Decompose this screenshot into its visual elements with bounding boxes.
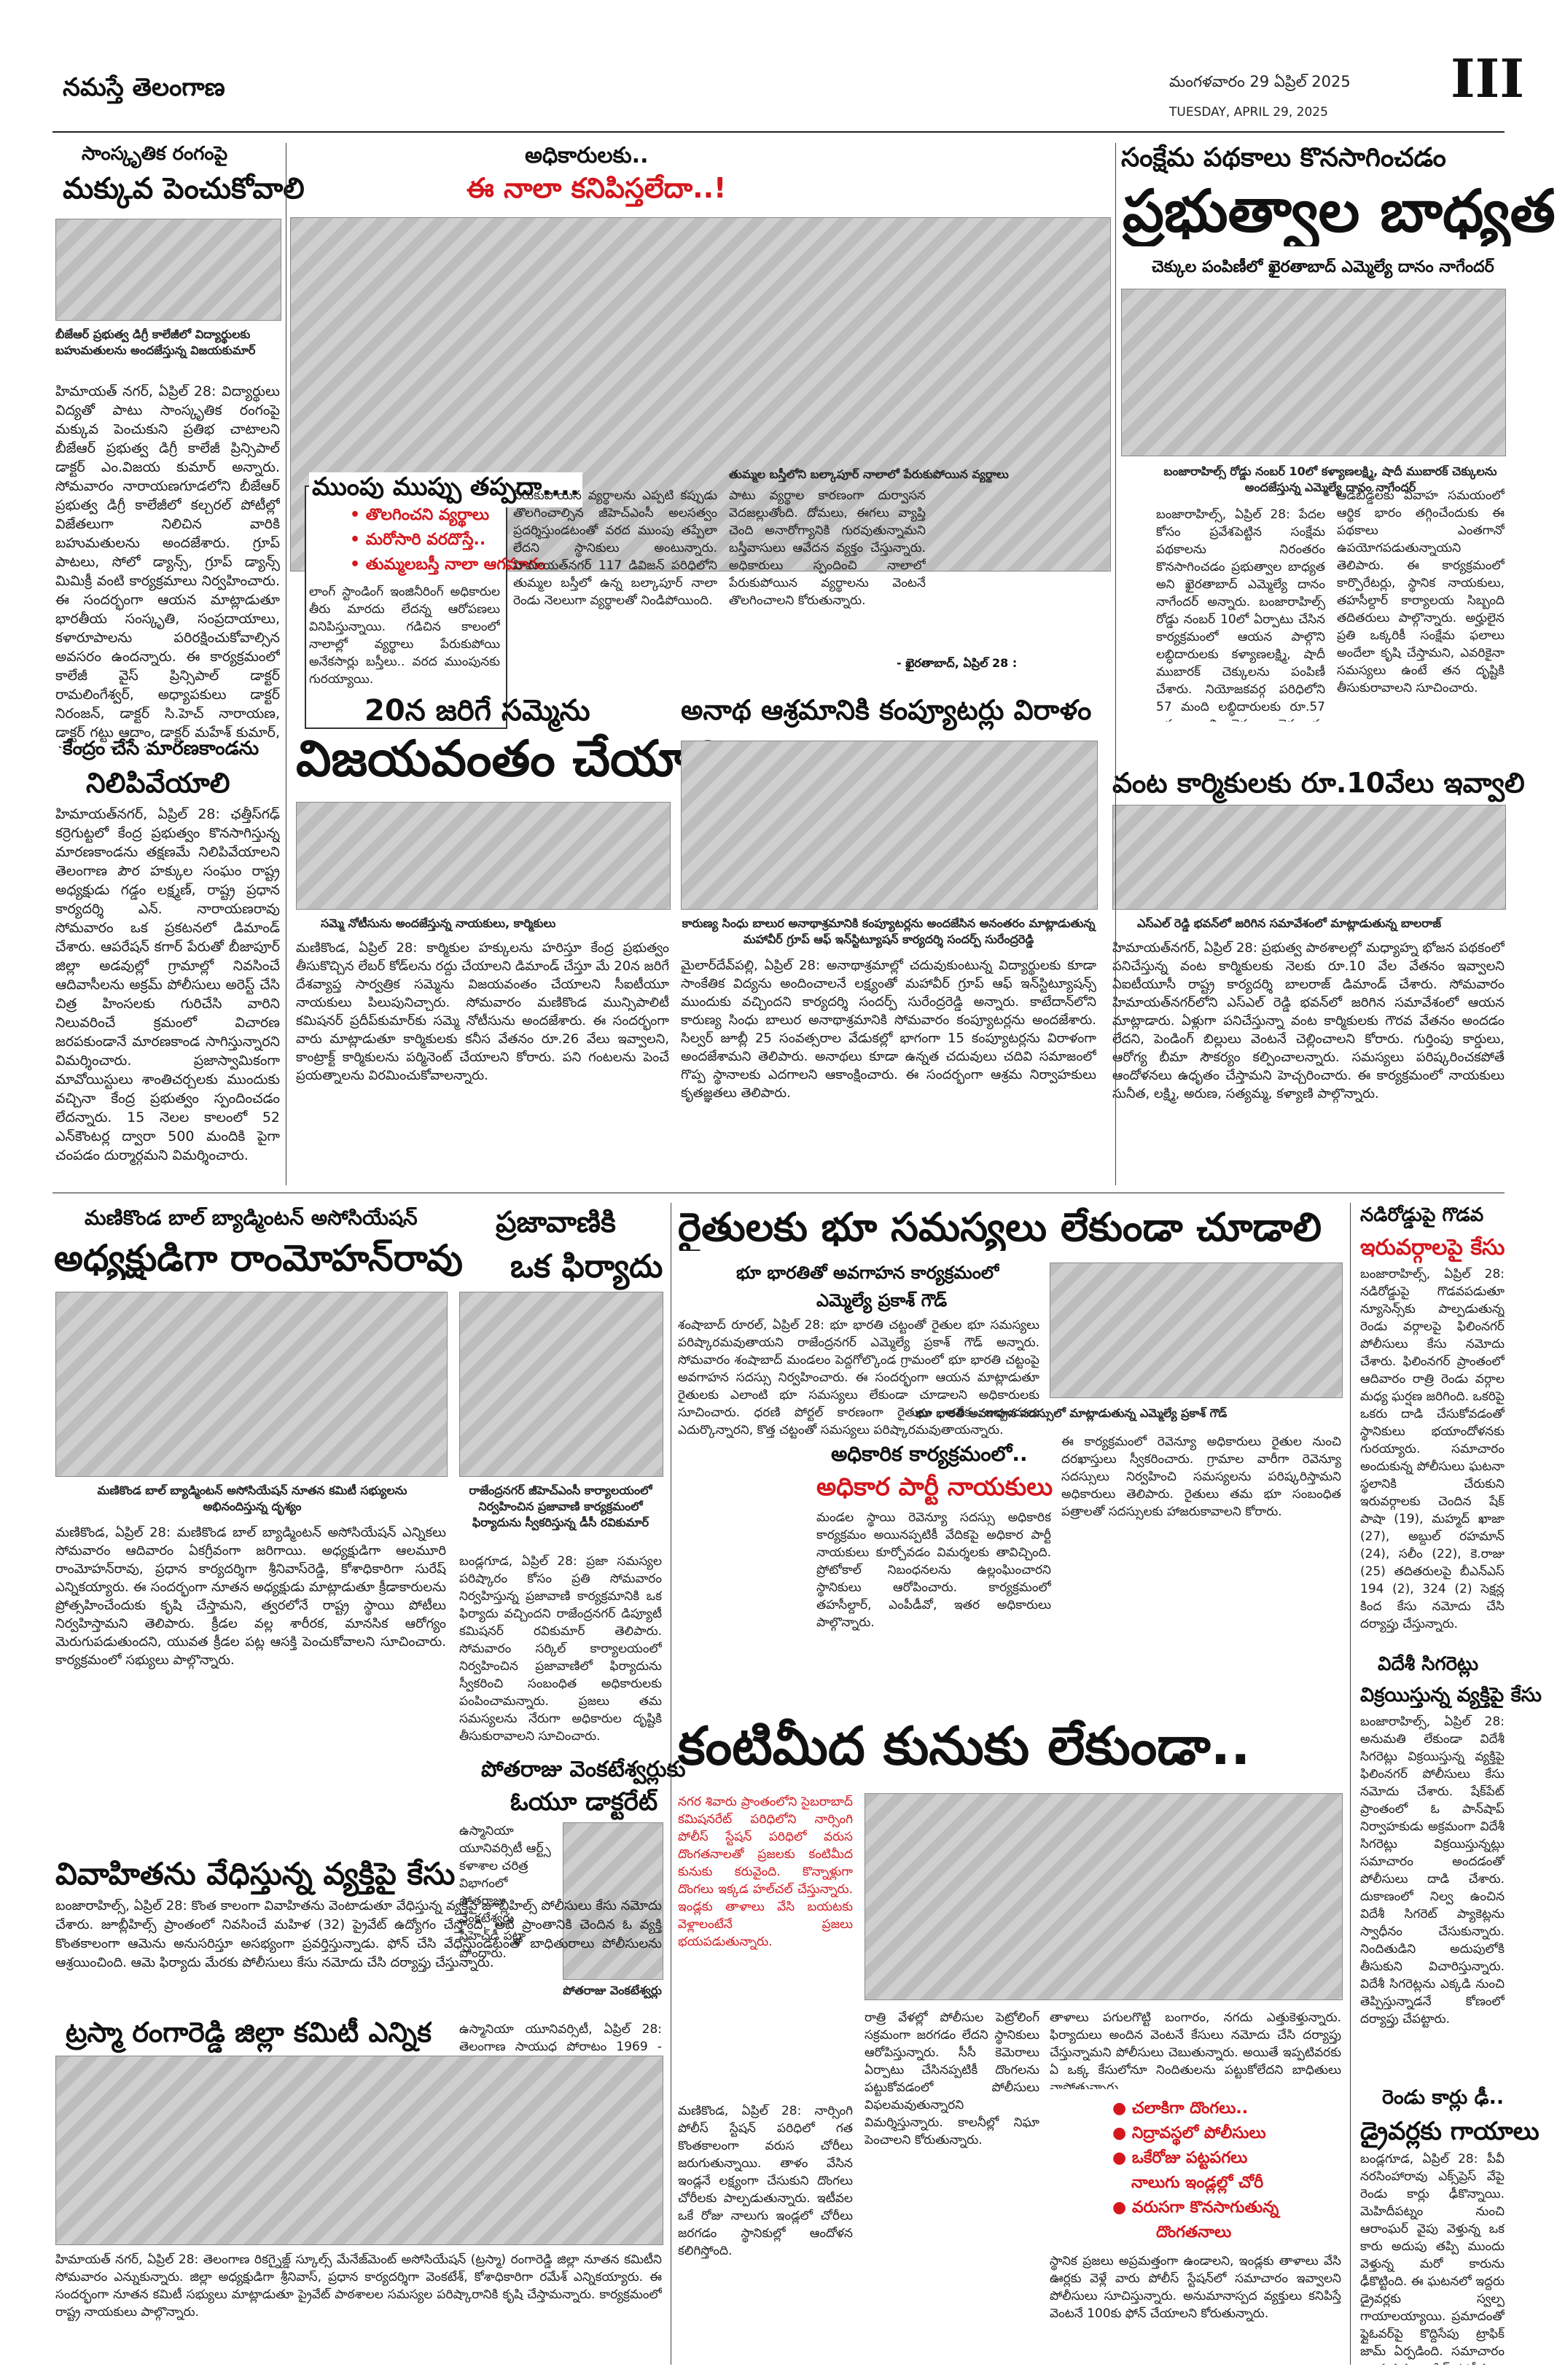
abroad-body: బంజారాహిల్స్, ఏప్రిల్ 28: అనుమతి లేకుండా…	[1360, 1714, 1505, 2026]
doctorate-intro: ఉస్మానియా యూనివర్సిటీ ఆర్ట్స్ కళాశాల చరి…	[459, 1824, 551, 1961]
cars-kicker: రెండు కార్లు ఢీ..	[1382, 2086, 1505, 2109]
sleep-bullets: ● చలాకిగా దొంగలు.. ● నిద్రావస్థలో పోలీసు…	[1112, 2096, 1346, 2245]
sleep-bullet-6: దొంగతనాలు	[1156, 2223, 1232, 2242]
culture-caption: బీజేఆర్ ప్రభుత్వ డిగ్రీ కాలేజీలో విద్యార…	[55, 327, 256, 357]
sleep-bullet-2: ● నిద్రావస్థలో పోలీసులు	[1112, 2124, 1266, 2142]
abroad-kicker: విదేశీ సిగరెట్లు	[1378, 1653, 1479, 1675]
sleep-bullet-1: ● చలాకిగా దొంగలు..	[1112, 2099, 1249, 2118]
orphan-caption: కారుణ్య సింధు బాలుర అనాథాశ్రమానికి కంప్య…	[682, 916, 1096, 946]
sleep-body-2: రాత్రి వేళల్లో పోలీసుల పెట్రోలింగ్ సక్రమ…	[865, 2010, 1039, 2147]
strike-photo	[296, 802, 671, 910]
prajavani-photo	[459, 1292, 663, 1477]
flood-body-c: పాటు వ్యర్థాల కారణంగా దుర్వాసన వెదజల్లుత…	[729, 488, 926, 608]
quarrel-body: బంజారాహిల్స్, ఏప్రిల్ 28: నడిరోడ్డుపై గొ…	[1360, 1267, 1505, 1631]
doctorate-photo	[563, 1822, 663, 1980]
center-body: హిమాయత్‌నగర్, ఏప్రిల్ 28: ఛత్తీస్‌గఢ్ కర…	[55, 806, 280, 1163]
prajavani-body: బండ్లగూడ, ఏప్రిల్ 28: ప్రజా సమస్యల పరిష్…	[459, 1554, 662, 1742]
orphan-photo	[681, 741, 1098, 910]
flood-bullet-3: • తుమ్మలబస్తీ నాలా ఆగమాగం	[350, 555, 546, 574]
flood-body-a: లాంగ్ స్టాండింగ్ ఇంజినీరింగ్ అధికారుల తీ…	[309, 585, 500, 687]
cooks-body: హిమాయత్‌నగర్, ఏప్రిల్ 28: ప్రభుత్వ పాఠశా…	[1112, 940, 1505, 1101]
farmers-body-3: ఈ కార్యక్రమంలో రెవెన్యూ అధికారులు రైతుల …	[1061, 1435, 1341, 1519]
page-number: III	[1451, 47, 1525, 109]
farmers-body-2: మండల స్థాయి రెవెన్యూ సదస్సు అధికారిక కార…	[816, 1510, 1051, 1630]
orphan-headline: అనాథ ఆశ్రమానికి కంప్యూటర్లు విరాళం	[681, 694, 1092, 726]
trusma-photo	[55, 2056, 663, 2245]
flood-bullet-2: • మరోసారి వరదొస్తే..	[350, 531, 486, 549]
sleep-bullet-3: ● ఒకేరోజు పట్టపగలు	[1112, 2149, 1248, 2167]
cooks-headline: వంట కార్మికులకు రూ.10వేలు ఇవ్వాలి	[1112, 767, 1525, 799]
cars-body: బండ్లగూడ, ఏప్రిల్ 28: పీవీ నరసింహారావు ఎ…	[1360, 2152, 1505, 2365]
welfare-sub: చెక్కుల పంపిణీలో ఖైరతాబాద్ ఎమ్మెల్యే దాన…	[1152, 258, 1494, 276]
quarrel-headline: ఇరువర్గాలపై కేసు	[1360, 1235, 1505, 1260]
sleep-body-1: మణికొండ, ఏప్రిల్ 28: నార్సింగి పోలీస్ స్…	[678, 2104, 853, 2258]
harass-body: బంజారాహిల్స్, ఏప్రిల్ 28: కొంత కాలంగా వి…	[55, 1898, 662, 1970]
culture-photo	[55, 219, 281, 321]
date-en: TUESDAY, APRIL 29, 2025	[1169, 105, 1328, 120]
strike-caption: సమ్మె నోటీసును అందజేస్తున్న నాయకులు, కార…	[321, 916, 556, 930]
sleep-headline: కంటిమీద కునుకు లేకుండా..	[678, 1715, 1251, 1776]
paper-name: నమస్తే తెలంగాణ	[63, 73, 225, 102]
sleep-bullet-5: ● వరుసగా కొనసాగుతున్న	[1112, 2198, 1279, 2217]
prajavani-caption: రాజేంద్రనగర్ జీహెచ్ఎంసీ కార్యాలయంలో నిర్…	[469, 1483, 652, 1529]
strike-body: మణికొండ, ఏప్రిల్ 28: కార్మికుల హక్కులను …	[296, 940, 669, 1083]
welfare-kicker: సంక్షేమ పథకాలు కొనసాగించడం	[1121, 143, 1446, 173]
col-rule-2	[1115, 143, 1116, 1185]
farmers-inner-headline-2: అధికార పార్టీ నాయకులు	[816, 1472, 1053, 1502]
welfare-headline: ప్రభుత్వాల బాధ్యత	[1123, 177, 1556, 245]
badminton-caption: మణికొండ బాల్ బ్యాడ్మింటన్ అసోసియేషన్ నూత…	[97, 1483, 407, 1513]
prajavani-headline: ఒక ఫిర్యాదు	[510, 1248, 663, 1285]
farmers-caption: భూ భారతి అవగాహన సదస్సులో మాట్లాడుతున్న ఎ…	[916, 1406, 1228, 1420]
col-rule-4	[1350, 1203, 1351, 2365]
farmers-inner-headline-1: అధికారిక కార్యక్రమంలో..	[831, 1442, 1028, 1466]
welfare-caption: బంజారాహిల్స్ రోడ్డు నంబర్ 10లో కళ్యాణలక్…	[1163, 464, 1497, 494]
flood-caption: తుమ్మల బస్తీలోని బల్కాపూర్ నాలాలో పేరుకు…	[729, 467, 1009, 481]
badminton-headline: అధ్యక్షుడిగా రాంమోహన్‌రావు	[54, 1237, 463, 1279]
trusma-headline: ట్రస్మా రంగారెడ్డి జిల్లా కమిటీ ఎన్నిక	[66, 2016, 432, 2048]
culture-body: హిమాయత్ నగర్, ఏప్రిల్ 28: విద్యార్థులు వ…	[55, 383, 280, 748]
badminton-photo	[55, 1292, 448, 1477]
orphan-body: మైలార్‌దేవ్‌పల్లి, ఏప్రిల్ 28: అనాథాశ్రమ…	[681, 958, 1096, 1101]
sleep-lead: నగర శివారు ప్రాంతంలోని సైబరాబాద్ కమిషనరే…	[678, 1795, 853, 1949]
farmers-body-1: శంషాబాద్ రూరల్, ఏప్రిల్ 28: భూ భారతి చట్…	[678, 1318, 1039, 1437]
farmers-sub-2: ఎమ్మెల్యే ప్రకాశ్ గౌడ్	[816, 1290, 948, 1311]
center-kicker: కేంద్రం చేసే మారణకాండను	[63, 738, 260, 760]
date-te: మంగళవారం 29 ఏప్రిల్ 2025	[1169, 73, 1351, 90]
badminton-kicker: మణికొండ బాల్ బ్యాడ్మింటన్ అసోసియేషన్	[85, 1206, 418, 1230]
welfare-photo	[1121, 289, 1506, 456]
cars-headline: డ్రైవర్లకు గాయాలు	[1360, 2117, 1540, 2146]
welfare-body-2: ఆడబిడ్డలకు వివాహ సమయంలో ఆర్థిక భారం తగ్గ…	[1337, 488, 1505, 695]
nala-kicker: అధికారులకు..	[525, 143, 649, 168]
sleep-body-4: స్థానిక ప్రజలు అప్రమత్తంగా ఉండాలని, ఇండ్…	[1050, 2254, 1341, 2321]
sleep-photo	[865, 1793, 1343, 2000]
culture-kicker: సాంస్కృతిక రంగంపై	[82, 143, 228, 165]
flood-bullet-1: • తొలగించని వ్యర్థాలు	[350, 506, 490, 524]
masthead-rule	[52, 131, 1505, 133]
farmers-photo	[1050, 1263, 1343, 1398]
strike-headline: విజయవంతం చేయాలి	[296, 730, 727, 788]
doctorate-headline-2: ఓయూ డాక్టరేట్	[510, 1787, 658, 1817]
cooks-photo	[1112, 805, 1506, 910]
culture-headline: మక్కువ పెంచుకోవాలి	[63, 172, 305, 206]
abroad-headline: విక్రయిస్తున్న వ్యక్తిపై కేసు	[1360, 1684, 1542, 1706]
farmers-headline: రైతులకు భూ సమస్యలు లేకుండా చూడాలి	[678, 1204, 1322, 1250]
strike-kicker: 20న జరిగే సమ్మెను	[364, 694, 590, 727]
flood-headline: ముంపు ముప్పు తప్పదా....	[309, 472, 582, 507]
doctorate-headline-1: పోతరాజు వెంకటేశ్వర్లుకు	[481, 1757, 686, 1782]
trusma-body: హిమాయత్ నగర్, ఏప్రిల్ 28: తెలంగాణ రికగ్న…	[55, 2252, 662, 2319]
flood-body-b: పేరుకుపోయిన వ్యర్థాలను ఎప్పటి కప్పుడు తొ…	[513, 488, 717, 608]
harass-headline: వివాహితను వేధిస్తున్న వ్యక్తిపై కేసు	[55, 1856, 456, 1892]
center-headline: నిలిపివేయాలి	[86, 767, 230, 799]
quarrel-kicker: నడిరోడ్డుపై గొడవ	[1360, 1204, 1484, 1226]
nala-headline: ఈ నాలా కనిపిస్తలేదా..!	[467, 172, 727, 204]
sleep-bullet-4: నాలుగు ఇండ్లల్లో చోరీ	[1131, 2174, 1264, 2192]
cooks-caption: ఎస్ఎల్ రెడ్డి భవన్‌లో జరిగిన సమావేశంలో మ…	[1137, 916, 1442, 930]
sleep-body-3: తాళాలు పగులగొట్టి బంగారం, నగదు ఎత్తుకెళ్…	[1050, 2010, 1341, 2089]
flood-dateline: - ఖైరతాబాద్, ఏప్రిల్ 28 :	[897, 656, 1018, 670]
doctorate-photo-caption: పోతరాజు వెంకటేశ్వర్లు	[563, 1983, 662, 1997]
farmers-sub-1: భూ భారతితో అవగాహన కార్యక్రమంలో	[736, 1263, 999, 1283]
welfare-body-1: బంజారాహిల్స్, ఏప్రిల్ 28: పేదల కోసం ప్రవ…	[1156, 507, 1325, 722]
prajavani-kicker: ప్రజావాణికి	[496, 1206, 616, 1239]
badminton-body: మణికొండ, ఏప్రిల్ 28: మణికొండ బాల్ బ్యాడ్…	[55, 1525, 446, 1668]
